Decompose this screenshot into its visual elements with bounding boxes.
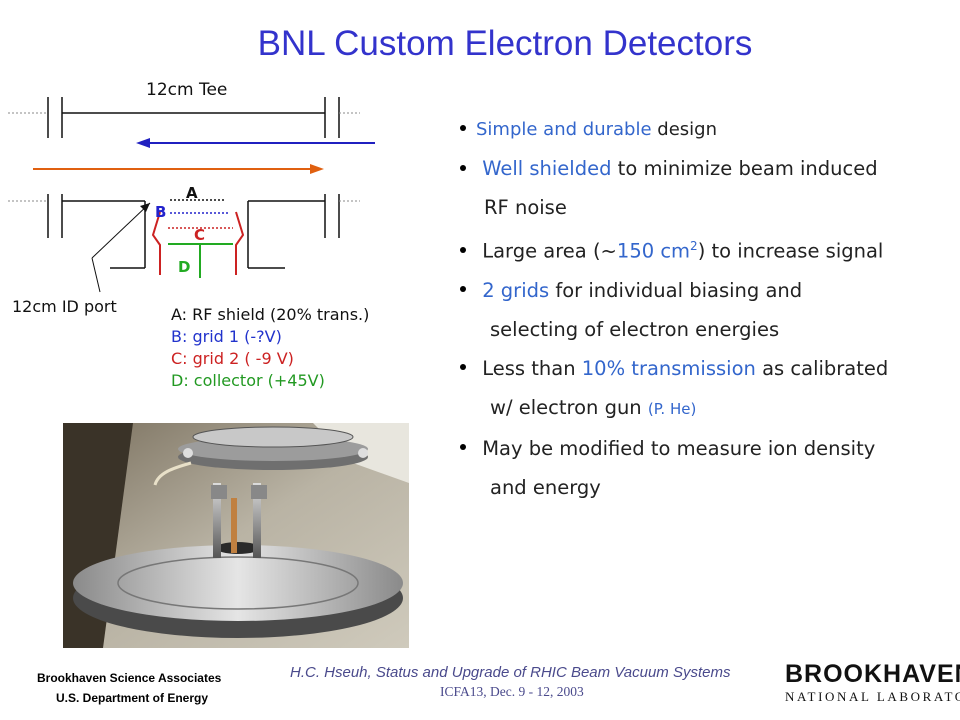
bullet-3-highlight: 150 cm bbox=[616, 239, 691, 263]
logo-subtitle: NATIONAL LABORATORY bbox=[785, 689, 960, 704]
bullet-dot bbox=[460, 364, 466, 370]
legend-rf-shield: A: RF shield (20% trans.) bbox=[171, 305, 370, 324]
post-2 bbox=[253, 483, 261, 558]
letter-d: D bbox=[178, 258, 191, 276]
bullet-4-text: for individual biasing and bbox=[549, 278, 803, 302]
connector-2 bbox=[251, 485, 267, 499]
flange-ring bbox=[117, 556, 359, 610]
footer-presentation-title: H.C. Hseuh, Status and Upgrade of RHIC B… bbox=[290, 664, 731, 681]
bullet-dot bbox=[460, 286, 466, 292]
bullet-2: Well shielded to minimize beam induced bbox=[460, 149, 888, 188]
bullet-6-cont: and energy bbox=[490, 475, 601, 499]
bullet-5-cont-highlight: (P. He) bbox=[647, 399, 697, 418]
bullet-1-highlight: Simple and durable bbox=[476, 119, 652, 140]
connector-1 bbox=[211, 485, 227, 499]
post-1 bbox=[213, 483, 221, 558]
footer-org-1: Brookhaven Science Associates bbox=[37, 671, 222, 685]
grid-screw-2 bbox=[358, 448, 368, 458]
bullet-5-cont: w/ electron gun (P. He) bbox=[460, 388, 888, 429]
bullet-dot bbox=[460, 444, 466, 450]
flange-center-hole bbox=[216, 542, 260, 554]
port-pointer-diagonal bbox=[91, 202, 151, 259]
bullet-dot bbox=[460, 125, 466, 131]
bullet-3-post: ) to increase signal bbox=[697, 239, 884, 263]
bullet-2-text: to minimize beam induced bbox=[611, 157, 878, 180]
legend-collector: D: collector (+45V) bbox=[171, 371, 325, 390]
bullet-2-highlight: Well shielded bbox=[482, 157, 612, 180]
logo-wordmark: BROOKHAVEN bbox=[785, 660, 960, 688]
footer-org-2: U.S. Department of Energy bbox=[56, 691, 209, 705]
legend-grid2: C: grid 2 ( -9 V) bbox=[171, 349, 294, 368]
bullet-5-highlight: 10% transmission bbox=[581, 356, 756, 380]
beam-in-arrowhead bbox=[310, 164, 324, 174]
red-wall-left bbox=[151, 211, 161, 275]
bullet-2-cont: RF noise bbox=[484, 196, 567, 219]
footer-conference: ICFA13, Dec. 9 - 12, 2003 bbox=[440, 684, 584, 699]
beam-out-arrowhead bbox=[136, 138, 150, 148]
grid-screw-1 bbox=[183, 448, 193, 458]
red-wall-right bbox=[235, 211, 245, 275]
photo-cable bbox=[153, 461, 192, 486]
bullet-5-cont-text: w/ electron gun bbox=[490, 395, 648, 419]
bullet-1-text: design bbox=[651, 119, 717, 140]
port-label: 12cm ID port bbox=[12, 297, 117, 316]
port-pointer-line bbox=[91, 257, 101, 293]
bullet-1: Simple and durable design bbox=[460, 110, 888, 149]
bullet-4-highlight: 2 grids bbox=[482, 278, 550, 302]
detector-diagram: 12cm Tee A B C D 12cm ID port bbox=[0, 70, 440, 410]
bullet-5-post: as calibrated bbox=[755, 356, 889, 380]
detector-photo bbox=[63, 423, 409, 648]
bullet-dot bbox=[460, 247, 466, 253]
bullet-3-pre: Large area (~ bbox=[482, 239, 617, 263]
letter-c: C bbox=[194, 226, 206, 244]
post-wire bbox=[231, 498, 237, 553]
slide-title: BNL Custom Electron Detectors bbox=[257, 24, 753, 63]
grid-mesh bbox=[192, 426, 354, 448]
bullet-3-sup: 2 bbox=[690, 239, 698, 253]
bullet-list: Simple and durable design Well shielded … bbox=[460, 110, 888, 507]
legend-grid1: B: grid 1 (-?V) bbox=[171, 327, 282, 346]
bullet-3: Large area (~150 cm2) to increase signal bbox=[460, 227, 888, 271]
port-pointer-arrowhead bbox=[140, 203, 150, 212]
detector-schematic bbox=[8, 97, 375, 293]
bullet-dot bbox=[460, 164, 466, 171]
bullet-4: 2 grids for individual biasing and bbox=[460, 271, 888, 310]
letter-a: A bbox=[186, 184, 198, 202]
bullet-5-pre: Less than bbox=[482, 356, 582, 380]
detector-photo-illustration bbox=[63, 423, 409, 648]
bullet-5: Less than 10% transmission as calibrated bbox=[460, 349, 888, 388]
bnl-logo: BROOKHAVEN NATIONAL LABORATORY bbox=[785, 660, 960, 706]
bullet-4-cont: selecting of electron energies bbox=[490, 317, 780, 341]
bullet-6-text: May be modified to measure ion density bbox=[482, 436, 876, 460]
tee-label: 12cm Tee bbox=[146, 80, 228, 100]
legend: A: RF shield (20% trans.) B: grid 1 (-?V… bbox=[171, 304, 369, 392]
letter-b: B bbox=[155, 203, 167, 221]
bullet-6: May be modified to measure ion density bbox=[460, 429, 888, 468]
